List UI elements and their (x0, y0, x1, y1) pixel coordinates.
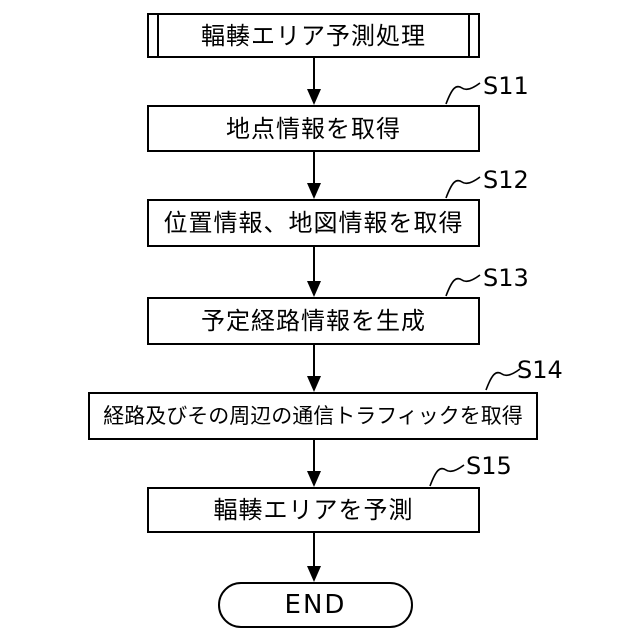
step-node-s13-label: 予定経路情報を生成 (201, 307, 426, 335)
step-ref-s12: S12 (483, 166, 529, 194)
arrow-head-icon (307, 89, 321, 105)
arrow-shaft (313, 440, 315, 472)
step-node-s11-label: 地点情報を取得 (226, 114, 401, 143)
step-node-s12-label: 位置情報、地図情報を取得 (163, 209, 464, 237)
flow-arrow-2 (306, 152, 322, 199)
step-node-s15: 輻輳エリアを予測 (147, 487, 480, 533)
arrow-shaft (313, 58, 315, 90)
arrow-shaft (313, 533, 315, 567)
end-node-label: END (284, 590, 347, 620)
step-node-s14-label: 経路及びその周辺の通信トラフィックを取得 (103, 403, 523, 428)
flow-arrow-6 (306, 533, 322, 582)
arrow-shaft (313, 247, 315, 282)
arrow-head-icon (307, 183, 321, 199)
leader-line-s14 (485, 368, 521, 391)
step-ref-s14: S14 (517, 356, 563, 384)
step-node-s12: 位置情報、地図情報を取得 (147, 199, 480, 247)
arrow-shaft (313, 152, 315, 184)
flow-arrow-1 (306, 58, 322, 105)
arrow-head-icon (307, 281, 321, 297)
flow-arrow-3 (306, 247, 322, 297)
leader-line-s15 (429, 464, 465, 487)
end-node: END (218, 582, 413, 628)
arrow-shaft (313, 345, 315, 377)
leader-line-s13 (445, 274, 481, 297)
step-ref-s15: S15 (466, 452, 512, 480)
step-ref-s11: S11 (483, 72, 529, 100)
arrow-head-icon (307, 566, 321, 582)
step-node-s14: 経路及びその周辺の通信トラフィックを取得 (88, 392, 538, 440)
step-node-s13: 予定経路情報を生成 (147, 297, 480, 345)
subroutine-right-line (468, 15, 470, 56)
leader-line-s11 (445, 82, 481, 105)
step-ref-s13: S13 (483, 264, 529, 292)
arrow-head-icon (307, 471, 321, 487)
start-node: 輻輳エリア予測処理 (147, 13, 480, 58)
subroutine-left-line (157, 15, 159, 56)
flow-arrow-4 (306, 345, 322, 392)
start-node-label: 輻輳エリア予測処理 (201, 21, 426, 50)
leader-line-s12 (445, 176, 481, 199)
flow-arrow-5 (306, 440, 322, 487)
step-node-s11: 地点情報を取得 (147, 105, 480, 152)
arrow-head-icon (307, 376, 321, 392)
step-node-s15-label: 輻輳エリアを予測 (213, 496, 414, 524)
